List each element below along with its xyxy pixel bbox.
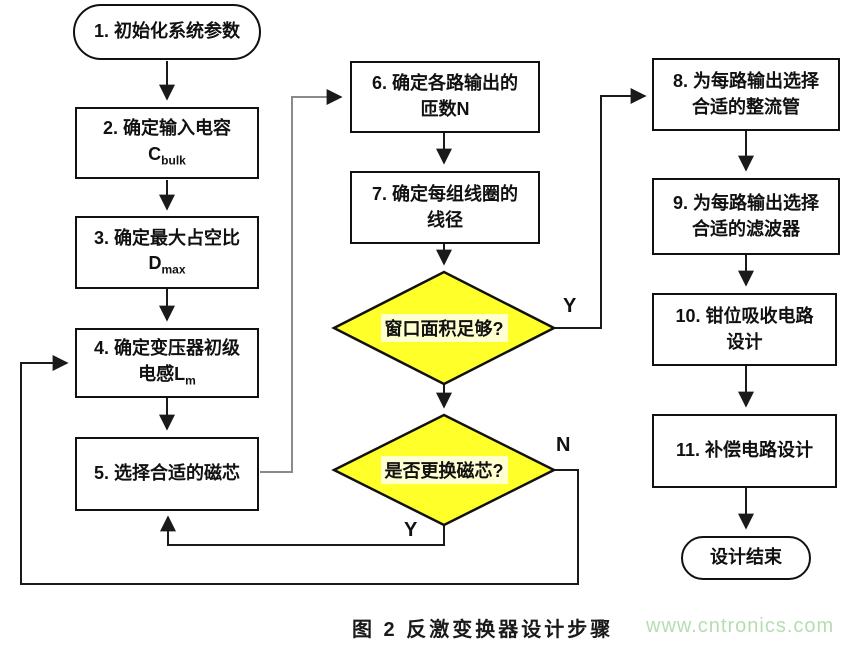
step9-line2: 合适的滤波器 <box>692 218 800 239</box>
step6-box: 6. 确定各路输出的 匝数N <box>350 61 540 133</box>
step3-line2: Dmax <box>148 251 185 279</box>
step9-line1: 9. 为每路输出选择 <box>672 192 819 213</box>
step4-subscript: m <box>185 373 196 388</box>
end-node: 设计结束 <box>681 536 811 580</box>
watermark: www.cntronics.com <box>646 615 835 637</box>
step11-label: 11. 补偿电路设计 <box>675 440 814 461</box>
decision2-diamond <box>331 413 557 527</box>
decision1-yes-label: Y <box>563 295 577 317</box>
decision2-yes-label: Y <box>404 519 418 541</box>
step10-line2: 设计 <box>726 331 763 352</box>
step7-line1: 7. 确定每组线圈的 <box>371 183 518 204</box>
decision1-diamond <box>331 270 557 386</box>
step3-box: 3. 确定最大占空比 Dmax <box>75 216 259 289</box>
step4-line2: 电感Lm <box>138 362 196 390</box>
step2-subscript: bulk <box>161 153 186 168</box>
edge-decision2-yes-to-step5 <box>160 515 445 546</box>
step2-symbol: C <box>148 143 162 164</box>
step6-line2: 匝数N <box>420 99 470 119</box>
step4-line1: 4. 确定变压器初级 <box>93 338 240 359</box>
edge-step5-to-step6 <box>260 89 343 473</box>
step10-box: 10. 钳位吸收电路 设计 <box>652 293 837 366</box>
step3-subscript: max <box>161 263 186 278</box>
edge-decision2-no-to-step4 <box>20 355 579 585</box>
step3-symbol: D <box>148 253 162 274</box>
step2-line2: Cbulk <box>148 142 186 170</box>
step4-box: 4. 确定变压器初级 电感Lm <box>75 328 259 398</box>
start-node-label: 1. 初始化系统参数 <box>93 21 240 42</box>
edge-decision1-yes-to-step8 <box>554 88 647 329</box>
step4-line2-text: 电感L <box>138 363 186 384</box>
step7-line2: 线径 <box>427 209 463 230</box>
step8-line1: 8. 为每路输出选择 <box>672 70 819 91</box>
step2-line1: 2. 确定输入电容 <box>102 118 231 139</box>
step11-box: 11. 补偿电路设计 <box>652 414 837 488</box>
step5-label: 5. 选择合适的磁芯 <box>93 463 240 484</box>
step2-box: 2. 确定输入电容 Cbulk <box>75 107 259 179</box>
decision2-no-label: N <box>556 434 571 456</box>
step9-box: 9. 为每路输出选择 合适的滤波器 <box>652 178 840 255</box>
step8-box: 8. 为每路输出选择 合适的整流管 <box>652 58 840 131</box>
step8-line2: 合适的整流管 <box>692 96 800 117</box>
step5-box: 5. 选择合适的磁芯 <box>75 437 259 511</box>
end-node-label: 设计结束 <box>710 547 782 568</box>
start-node: 1. 初始化系统参数 <box>73 4 261 60</box>
step7-box: 7. 确定每组线圈的 线径 <box>350 171 540 244</box>
figure-caption: 图 2 反激变换器设计步骤 <box>352 619 614 641</box>
step6-line1: 6. 确定各路输出的 <box>371 73 518 94</box>
step3-line1: 3. 确定最大占空比 <box>93 227 240 248</box>
step10-line1: 10. 钳位吸收电路 <box>675 305 814 326</box>
